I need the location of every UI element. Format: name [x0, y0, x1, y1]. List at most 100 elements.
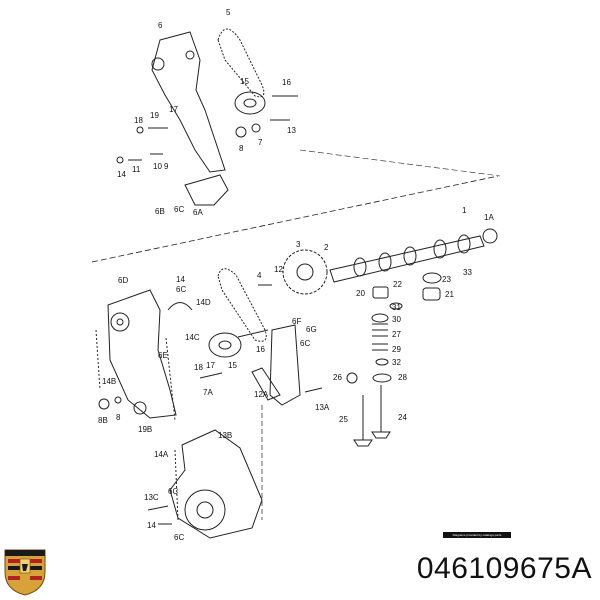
callout-label: 7	[258, 138, 263, 147]
guide-26	[346, 372, 358, 384]
callout-label: 8	[116, 413, 121, 422]
spring-cap-30	[371, 313, 389, 323]
callout-label: 30	[392, 315, 401, 324]
callout-label: 27	[392, 330, 401, 339]
tensioner-pulley-lower	[208, 332, 242, 358]
tensioner-pulley	[234, 91, 266, 115]
washer-8-lower	[114, 396, 122, 404]
callout-label: 14C	[185, 333, 200, 342]
callout-label: 20	[356, 289, 365, 298]
callout-label: 8B	[98, 416, 108, 425]
callout-label: 14A	[154, 450, 169, 459]
callout-label: 6C	[174, 205, 184, 214]
callout-label: 6C	[300, 339, 310, 348]
callout-label: 17	[169, 105, 178, 114]
callout-label: 12	[274, 265, 283, 274]
callout-label: 14	[147, 521, 156, 530]
timing-belt-lower	[217, 268, 267, 342]
cover-hole	[151, 57, 165, 71]
callout-label: 19B	[138, 425, 152, 434]
callout-label: 3	[296, 240, 301, 249]
callout-label: 14D	[196, 298, 211, 307]
bracket-12A	[251, 367, 281, 401]
callout-label: 13B	[218, 431, 232, 440]
valve-spring-29	[372, 343, 388, 351]
callout-label: 6E	[158, 351, 168, 360]
valve-spring-27	[372, 323, 388, 337]
callout-label: 15	[240, 77, 249, 86]
callout-label: 4	[257, 271, 262, 280]
spring-seat-28	[372, 373, 392, 383]
callout-label: 26	[333, 373, 342, 382]
callout-label: 14	[117, 170, 126, 179]
bolt-13A	[304, 387, 323, 393]
callout-label: 13	[287, 126, 296, 135]
callout-label: 16	[256, 345, 265, 354]
timing-belt-upper	[217, 28, 265, 98]
callout-label: 18	[134, 116, 143, 125]
callout-label: 1A	[484, 213, 494, 222]
callout-label: 2	[324, 243, 329, 252]
bracket-6F	[269, 324, 301, 406]
part-number: 046109675A	[416, 552, 592, 585]
callout-label: 25	[339, 415, 348, 424]
seal-14D	[167, 302, 193, 311]
seal-strip-14C	[165, 337, 176, 421]
callout-label: 23	[442, 275, 451, 284]
callout-label: 6A	[193, 208, 203, 217]
seal-32	[375, 358, 389, 366]
callout-label: 8	[239, 144, 244, 153]
callout-label: 21	[445, 290, 454, 299]
bolt-7A	[199, 372, 223, 379]
callout-labels: 6 5 15 16 17 18 19 8 7 13 10 9 14 11 6B …	[98, 8, 494, 542]
upper-timing-cover	[151, 31, 226, 173]
callout-label: 6B	[155, 207, 165, 216]
seal-strip-14B	[95, 329, 101, 391]
callout-label: 14B	[102, 377, 116, 386]
cover-boss	[185, 50, 195, 60]
callout-label: 6G	[306, 325, 317, 334]
tappet-21	[422, 287, 441, 301]
callout-label: 33	[463, 268, 472, 277]
callout-label: 12A	[254, 390, 269, 399]
callout-label: 6D	[118, 276, 128, 285]
bolt-16-lower	[237, 329, 269, 338]
callout-label: 11	[132, 165, 141, 174]
section-divider	[91, 175, 499, 263]
bracket-13B	[169, 429, 263, 539]
callout-label: 31	[392, 303, 401, 312]
callout-label: 9	[164, 162, 169, 171]
callout-label: 6C	[174, 533, 184, 542]
callout-label: 19	[150, 111, 159, 120]
callout-label: 17	[206, 361, 215, 370]
washer-7	[251, 123, 261, 133]
callout-label: 7A	[203, 388, 213, 397]
callout-label: 24	[398, 413, 407, 422]
callout-label: 32	[392, 358, 401, 367]
seal-19B	[133, 401, 147, 415]
callout-label: 14	[176, 275, 185, 284]
callout-label: 15	[228, 361, 237, 370]
camshaft-sprocket	[282, 249, 328, 295]
camshaft	[329, 235, 485, 283]
callout-label: 6C	[176, 285, 186, 294]
callout-label: 13C	[144, 493, 159, 502]
bolt-13C	[147, 505, 169, 511]
callout-label: 10	[153, 162, 162, 171]
callout-label: 18	[194, 363, 203, 372]
callout-label: 28	[398, 373, 407, 382]
callout-label: 16	[282, 78, 291, 87]
keeper-31	[389, 302, 403, 310]
callout-label: 1	[462, 206, 467, 215]
tappet-20	[372, 286, 389, 299]
porsche-crest-logo	[4, 549, 46, 596]
bracket-6A	[184, 174, 229, 206]
washer-8B	[98, 398, 110, 410]
callout-label: 6C	[168, 487, 178, 496]
callout-label: 13A	[315, 403, 330, 412]
callout-label: 6F	[292, 317, 301, 326]
callout-label: 22	[393, 280, 402, 289]
callout-label: 6	[158, 21, 163, 30]
callout-label: 29	[392, 345, 401, 354]
